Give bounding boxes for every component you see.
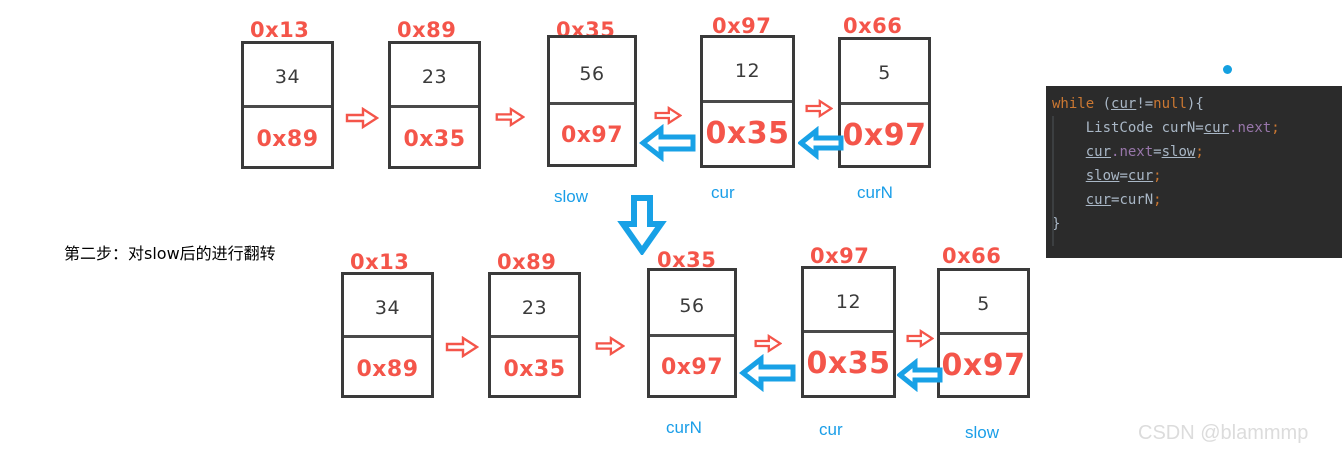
next-pointer-arrow-icon [345, 107, 379, 129]
pointer-label-slow: slow [965, 423, 1000, 442]
list-node: 12 0x35 [700, 35, 795, 168]
next-pointer-arrow-icon [906, 329, 934, 348]
step-transition-down-arrow-icon [617, 193, 667, 255]
list-node: 56 0x97 [547, 35, 637, 167]
node-address-label: 0x89 [397, 18, 457, 42]
node-pointer: 0x97 [842, 118, 927, 153]
node-value: 56 [579, 63, 605, 85]
next-pointer-arrow-icon [595, 336, 625, 356]
node-value: 56 [679, 295, 705, 317]
node-pointer: 0x35 [705, 116, 790, 151]
node-divider [244, 105, 331, 108]
node-divider [550, 102, 634, 105]
next-pointer-arrow-icon [754, 334, 782, 353]
list-node: 5 0x97 [838, 37, 931, 168]
node-value: 5 [878, 62, 891, 84]
node-divider [650, 334, 734, 337]
list-node: 34 0x89 [341, 272, 434, 398]
node-divider [391, 105, 478, 108]
pointer-label-cur: cur [819, 420, 843, 439]
node-pointer: 0x97 [941, 348, 1026, 383]
reverse-pointer-arrow-icon [798, 126, 844, 160]
pointer-label-curN: curN [857, 183, 893, 202]
next-pointer-arrow-icon [445, 336, 479, 358]
node-pointer: 0x89 [356, 357, 419, 382]
node-value: 23 [421, 66, 448, 88]
node-divider [344, 335, 431, 338]
node-value: 12 [835, 291, 862, 313]
reverse-pointer-arrow-icon [739, 354, 797, 392]
node-divider [940, 332, 1027, 335]
code-snippet-panel: while (cur!=null){ ListCode curN=cur.nex… [1046, 86, 1342, 258]
node-value: 5 [977, 293, 990, 315]
node-value: 23 [521, 297, 548, 319]
code-line: } [1052, 216, 1061, 232]
node-pointer: 0x35 [806, 346, 891, 381]
node-divider [491, 335, 578, 338]
reverse-pointer-arrow-icon [639, 124, 697, 162]
step-caption: 第二步：对slow后的进行翻转 [64, 244, 276, 263]
node-address-label: 0x97 [712, 14, 772, 38]
list-node: 23 0x35 [388, 41, 481, 169]
next-pointer-arrow-icon [495, 107, 525, 127]
node-value: 34 [274, 66, 301, 88]
code-line: ListCode curN=cur.next; [1085, 120, 1280, 136]
watermark-text: CSDN @blammmp [1138, 422, 1309, 444]
list-node: 12 0x35 [801, 266, 896, 398]
list-node: 56 0x97 [647, 268, 737, 398]
node-value: 34 [374, 297, 401, 319]
code-line: while (cur!=null){ [1052, 96, 1204, 112]
reverse-pointer-arrow-icon [897, 358, 943, 392]
node-pointer: 0x89 [256, 127, 319, 152]
list-node: 23 0x35 [488, 272, 581, 398]
pointer-label-slow: slow [554, 187, 589, 206]
node-divider [841, 102, 928, 105]
list-node: 34 0x89 [241, 41, 334, 169]
code-line: slow=cur; [1085, 168, 1162, 184]
pointer-label-curN: curN [666, 418, 702, 437]
code-line: cur=curN; [1085, 192, 1162, 208]
pointer-label-cur: cur [711, 183, 735, 202]
node-value: 12 [734, 60, 761, 82]
node-divider [703, 100, 792, 103]
node-address-label: 0x13 [350, 250, 410, 274]
list-node: 5 0x97 [937, 268, 1030, 398]
node-pointer: 0x35 [503, 357, 566, 382]
code-gutter-line [1052, 116, 1054, 246]
node-address-label: 0x13 [250, 18, 310, 42]
node-address-label: 0x89 [497, 250, 557, 274]
node-pointer: 0x97 [560, 123, 624, 148]
next-pointer-arrow-icon [654, 106, 682, 125]
node-divider [804, 330, 893, 333]
code-line: cur.next=slow; [1085, 144, 1204, 160]
node-pointer: 0x97 [660, 355, 724, 380]
node-address-label: 0x66 [843, 14, 903, 38]
blue-dot-marker [1223, 65, 1232, 74]
node-address-label: 0x97 [810, 244, 870, 268]
node-address-label: 0x66 [942, 244, 1002, 268]
node-pointer: 0x35 [403, 127, 466, 152]
next-pointer-arrow-icon [805, 99, 833, 118]
